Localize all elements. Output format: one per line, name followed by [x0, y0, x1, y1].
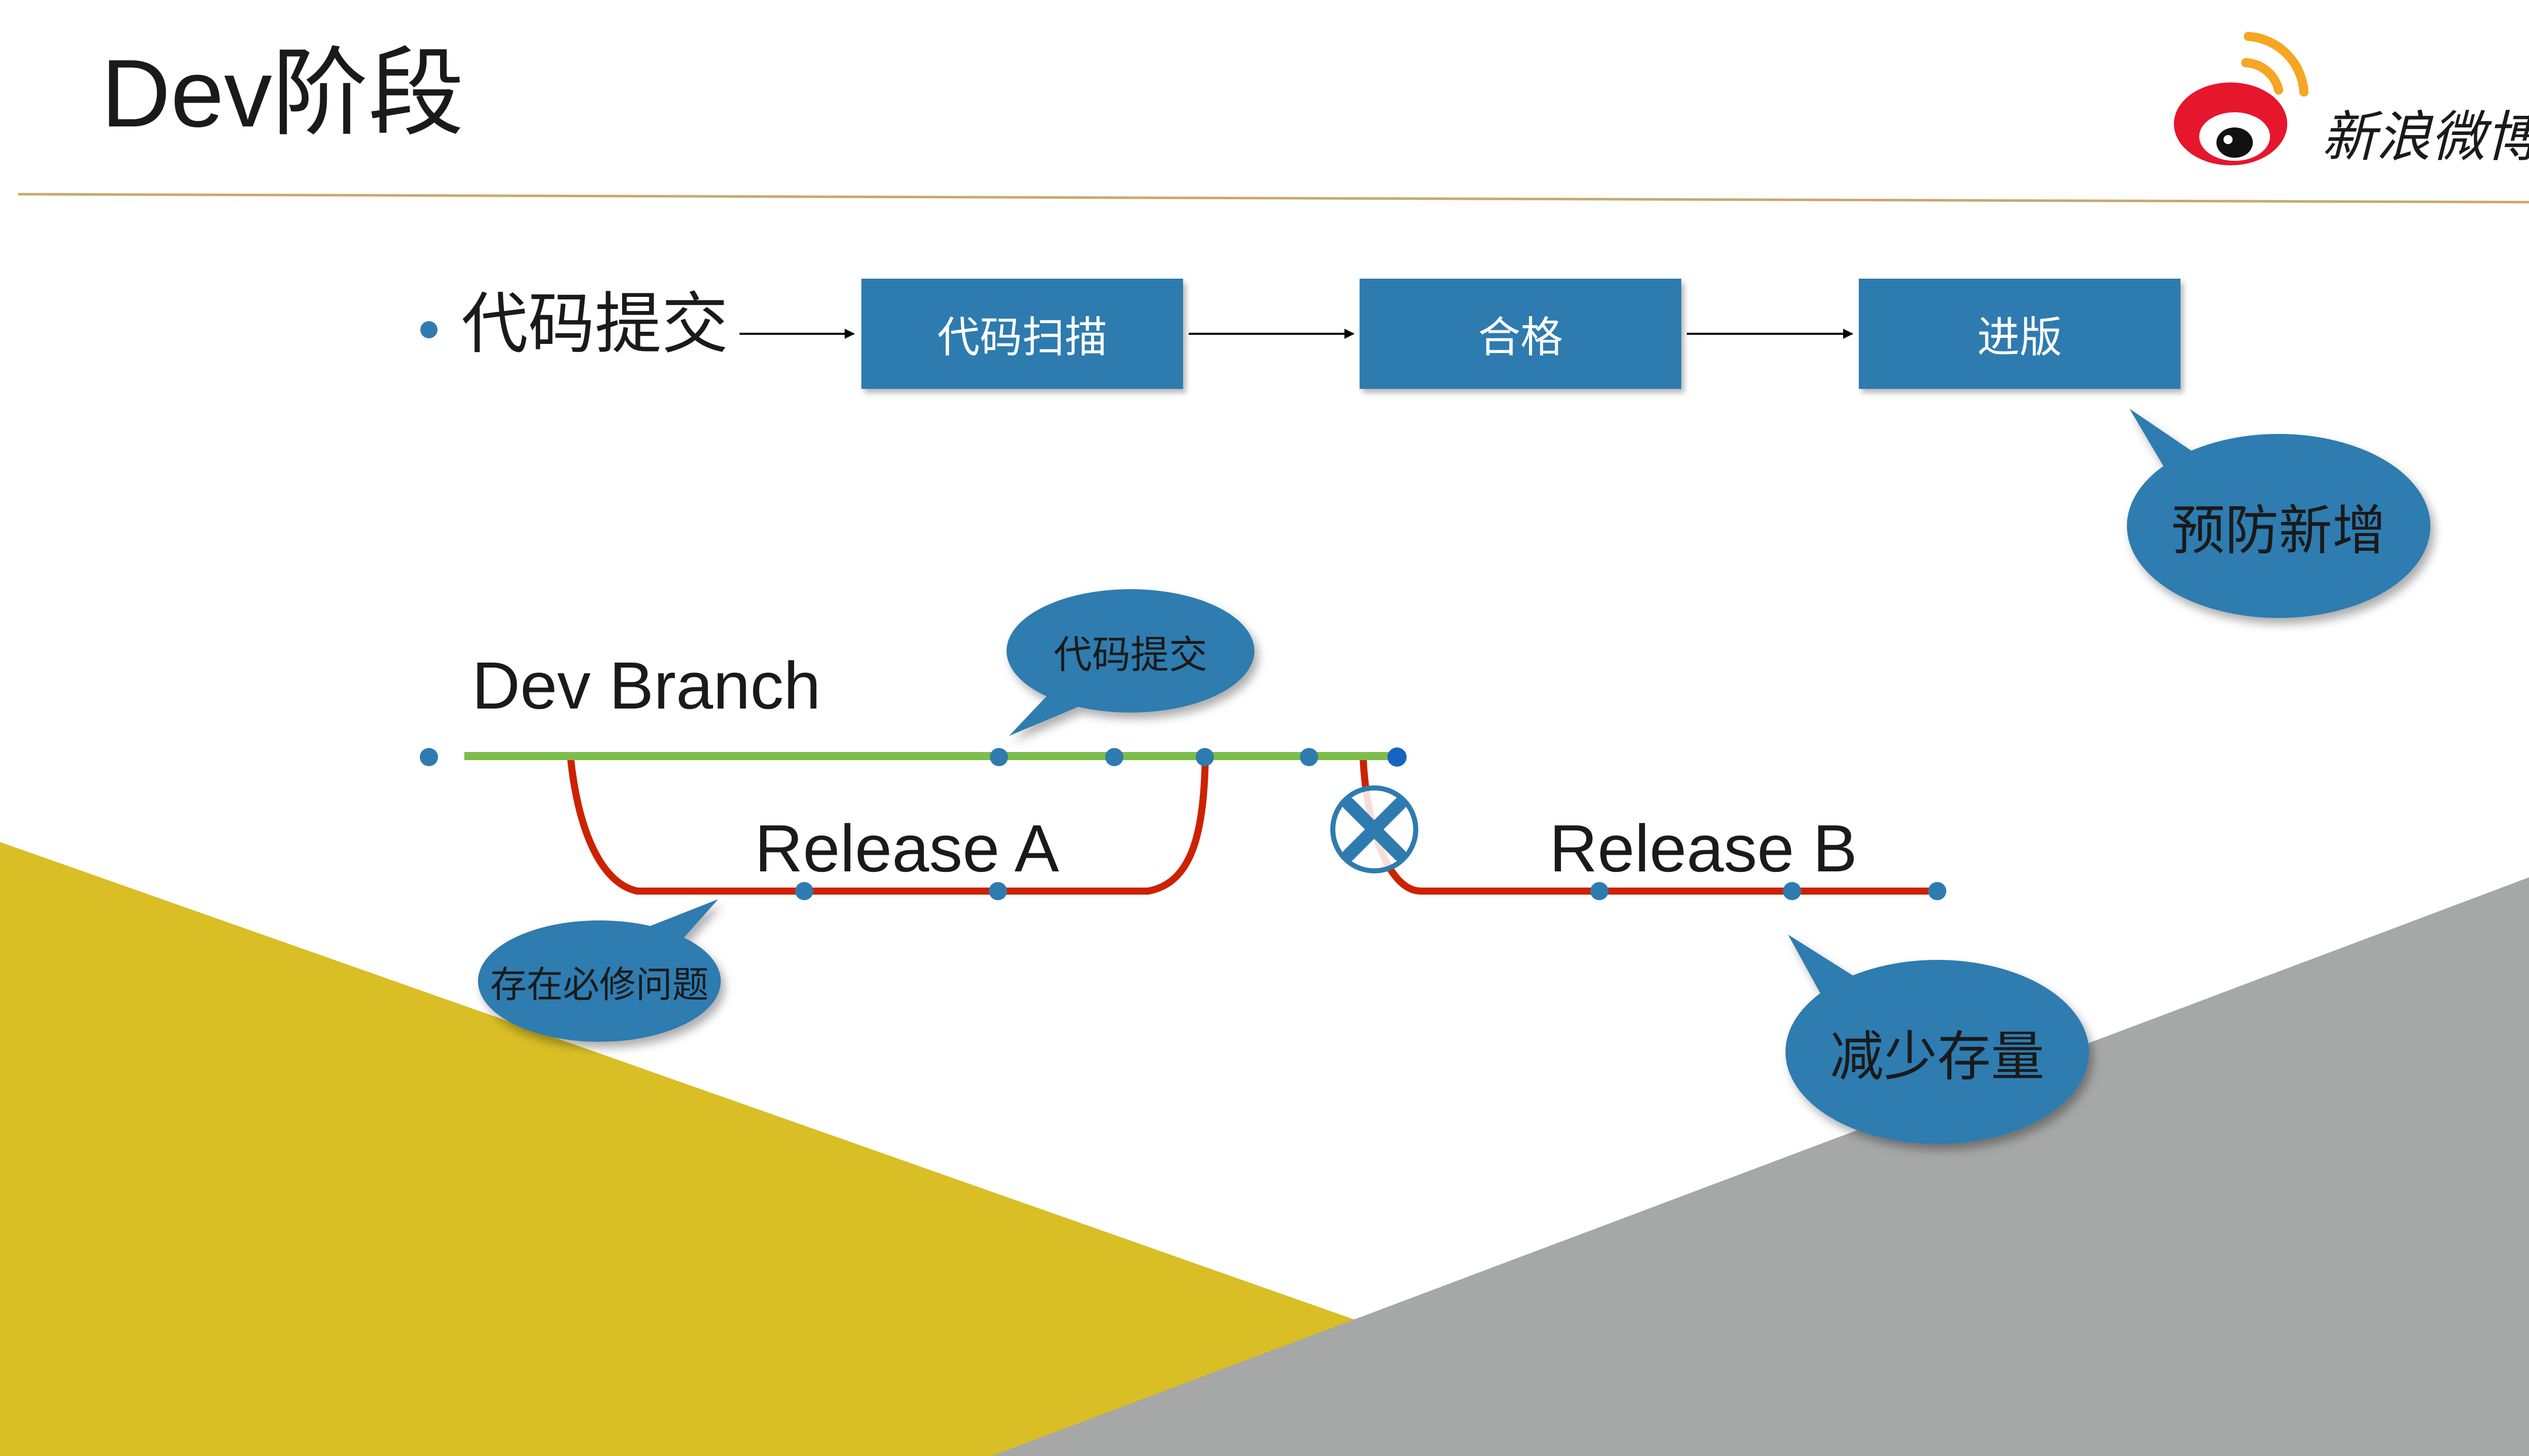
dev-node [1196, 748, 1214, 766]
callout-prevent-new-text: 预防新增 [2171, 500, 2386, 562]
flow-box-label: 进版 [1977, 312, 2062, 362]
gray-triangle [991, 877, 2529, 1456]
dev-node [990, 748, 1008, 766]
flow-box-label: 合格 [1477, 312, 1563, 362]
flow-box-release: 进版 [1859, 279, 2181, 389]
callout-code-commit [1007, 589, 1254, 736]
dev-branch-label: Dev Branch [472, 648, 821, 723]
release-a-node [989, 882, 1007, 900]
flow-box-label: 代码扫描 [937, 312, 1107, 362]
release-b-end-node [1928, 882, 1946, 900]
release-b-node [1590, 882, 1608, 900]
logo-wordmark: 新浪微博 [2322, 106, 2529, 169]
release-a-line [567, 757, 1209, 895]
dev-start-node [420, 748, 438, 766]
cancel-x-icon [1330, 785, 1418, 873]
yellow-triangle [0, 842, 1356, 1456]
release-b-node [1783, 882, 1801, 900]
bullet-code-commit: 代码提交 [461, 285, 728, 363]
dev-node [1105, 748, 1123, 766]
flow-box-pass: 合格 [1360, 279, 1681, 389]
callout-must-fix-text: 存在必修问题 [490, 963, 709, 1006]
flow-box-code-scan: 代码扫描 [861, 279, 1183, 389]
release-b-label: Release B [1549, 811, 1858, 886]
callout-reduce-stock [1785, 935, 2089, 1144]
callout-must-fix [478, 899, 721, 1042]
callout-code-commit-text: 代码提交 [1054, 632, 1207, 677]
callout-reduce-stock-text: 减少存量 [1830, 1026, 2044, 1088]
callout-prevent-new [2127, 409, 2430, 618]
dev-node [1300, 748, 1318, 766]
weibo-logo-icon [2174, 32, 2308, 165]
dev-end-node [1387, 747, 1407, 767]
header-divider [18, 193, 2529, 204]
bullet-dot [420, 321, 438, 338]
release-a-node [795, 882, 813, 900]
slide-title: Dev阶段 [101, 40, 464, 147]
release-a-label: Release A [755, 811, 1059, 886]
